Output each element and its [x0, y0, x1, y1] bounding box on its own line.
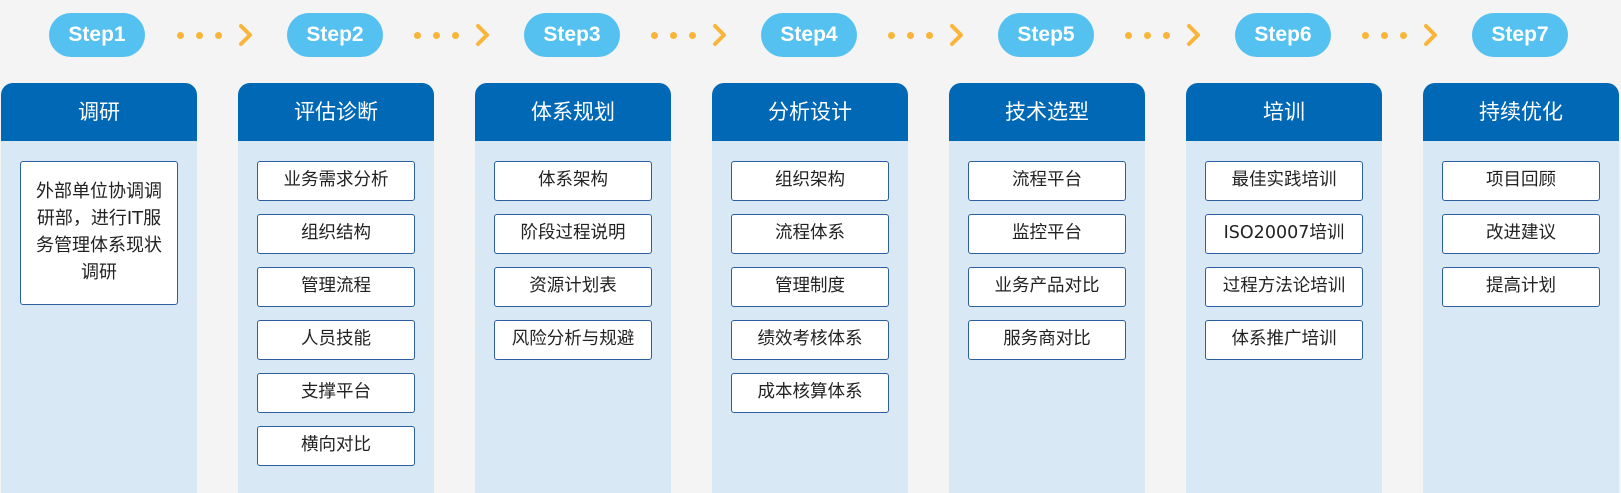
phase-item: 风险分析与规避	[494, 320, 652, 360]
connector-dot	[1144, 32, 1151, 39]
step-connector	[175, 22, 255, 48]
phase-title: 培训	[1186, 83, 1382, 141]
phase-column-optimization: 持续优化 项目回顾 改进建议 提高计划	[1423, 83, 1619, 493]
phase-column-research: 调研 外部单位协调调研部，进行IT服务管理体系现状调研	[1, 83, 197, 493]
chevron-right-icon	[239, 24, 252, 46]
phase-item: 人员技能	[257, 320, 415, 360]
connector-dot	[926, 32, 933, 39]
phase-item: 体系推广培训	[1205, 320, 1363, 360]
step-connector	[1123, 22, 1203, 48]
phase-items: 外部单位协调调研部，进行IT服务管理体系现状调研	[1, 141, 197, 305]
phase-title: 体系规划	[475, 83, 671, 141]
phase-column-assessment: 评估诊断 业务需求分析 组织结构 管理流程 人员技能 支撑平台 横向对比	[238, 83, 434, 493]
phase-title: 技术选型	[949, 83, 1145, 141]
step-2-badge: Step2	[287, 13, 383, 57]
step-6-badge: Step6	[1235, 13, 1331, 57]
connector-dot	[1400, 32, 1407, 39]
connector-dot	[1381, 32, 1388, 39]
phase-items: 最佳实践培训 ISO20007培训 过程方法论培训 体系推广培训	[1186, 141, 1382, 360]
connector-dot	[670, 32, 677, 39]
connector-dot	[215, 32, 222, 39]
connector-dot	[1163, 32, 1170, 39]
connector-dot	[433, 32, 440, 39]
phase-item: ISO20007培训	[1205, 214, 1363, 254]
phase-item: 业务需求分析	[257, 161, 415, 201]
phase-column-design: 分析设计 组织架构 流程体系 管理制度 绩效考核体系 成本核算体系	[712, 83, 908, 493]
step-connector	[886, 22, 966, 48]
phase-item: 业务产品对比	[968, 267, 1126, 307]
phase-item: 组织结构	[257, 214, 415, 254]
phase-item: 阶段过程说明	[494, 214, 652, 254]
phase-item: 资源计划表	[494, 267, 652, 307]
phase-title: 持续优化	[1423, 83, 1619, 141]
chevron-right-icon	[713, 24, 726, 46]
phase-items: 流程平台 监控平台 业务产品对比 服务商对比	[949, 141, 1145, 360]
connector-dot	[452, 32, 459, 39]
phase-item: 服务商对比	[968, 320, 1126, 360]
step-1-badge: Step1	[49, 13, 145, 57]
connector-dot	[1125, 32, 1132, 39]
phase-title: 分析设计	[712, 83, 908, 141]
phase-column-tech-selection: 技术选型 流程平台 监控平台 业务产品对比 服务商对比	[949, 83, 1145, 493]
phase-item: 监控平台	[968, 214, 1126, 254]
phase-item: 提高计划	[1442, 267, 1600, 307]
step-connector	[412, 22, 492, 48]
chevron-right-icon	[1187, 24, 1200, 46]
phase-item: 过程方法论培训	[1205, 267, 1363, 307]
chevron-right-icon	[950, 24, 963, 46]
connector-dot	[1362, 32, 1369, 39]
step-connector	[649, 22, 729, 48]
step-7-badge: Step7	[1472, 13, 1568, 57]
phase-item: 项目回顾	[1442, 161, 1600, 201]
connector-dot	[907, 32, 914, 39]
phase-items: 组织架构 流程体系 管理制度 绩效考核体系 成本核算体系	[712, 141, 908, 413]
step-4-badge: Step4	[761, 13, 857, 57]
phase-column-planning: 体系规划 体系架构 阶段过程说明 资源计划表 风险分析与规避	[475, 83, 671, 493]
phase-item: 体系架构	[494, 161, 652, 201]
phase-items: 体系架构 阶段过程说明 资源计划表 风险分析与规避	[475, 141, 671, 360]
phase-title: 评估诊断	[238, 83, 434, 141]
step-5-badge: Step5	[998, 13, 1094, 57]
connector-dot	[414, 32, 421, 39]
phase-item: 最佳实践培训	[1205, 161, 1363, 201]
phase-item: 成本核算体系	[731, 373, 889, 413]
phase-item: 外部单位协调调研部，进行IT服务管理体系现状调研	[20, 161, 178, 305]
chevron-right-icon	[1424, 24, 1437, 46]
phase-item: 组织架构	[731, 161, 889, 201]
phase-item: 改进建议	[1442, 214, 1600, 254]
phase-item: 管理制度	[731, 267, 889, 307]
phase-items: 项目回顾 改进建议 提高计划	[1423, 141, 1619, 307]
phase-item: 管理流程	[257, 267, 415, 307]
phase-title: 调研	[1, 83, 197, 141]
step-connector	[1360, 22, 1440, 48]
phase-item: 流程体系	[731, 214, 889, 254]
phase-item: 支撑平台	[257, 373, 415, 413]
connector-dot	[196, 32, 203, 39]
step-3-badge: Step3	[524, 13, 620, 57]
phase-column-training: 培训 最佳实践培训 ISO20007培训 过程方法论培训 体系推广培训	[1186, 83, 1382, 493]
phase-item: 流程平台	[968, 161, 1126, 201]
connector-dot	[888, 32, 895, 39]
phase-items: 业务需求分析 组织结构 管理流程 人员技能 支撑平台 横向对比	[238, 141, 434, 466]
connector-dot	[689, 32, 696, 39]
connector-dot	[651, 32, 658, 39]
phase-item: 绩效考核体系	[731, 320, 889, 360]
chevron-right-icon	[476, 24, 489, 46]
phase-item: 横向对比	[257, 426, 415, 466]
connector-dot	[177, 32, 184, 39]
